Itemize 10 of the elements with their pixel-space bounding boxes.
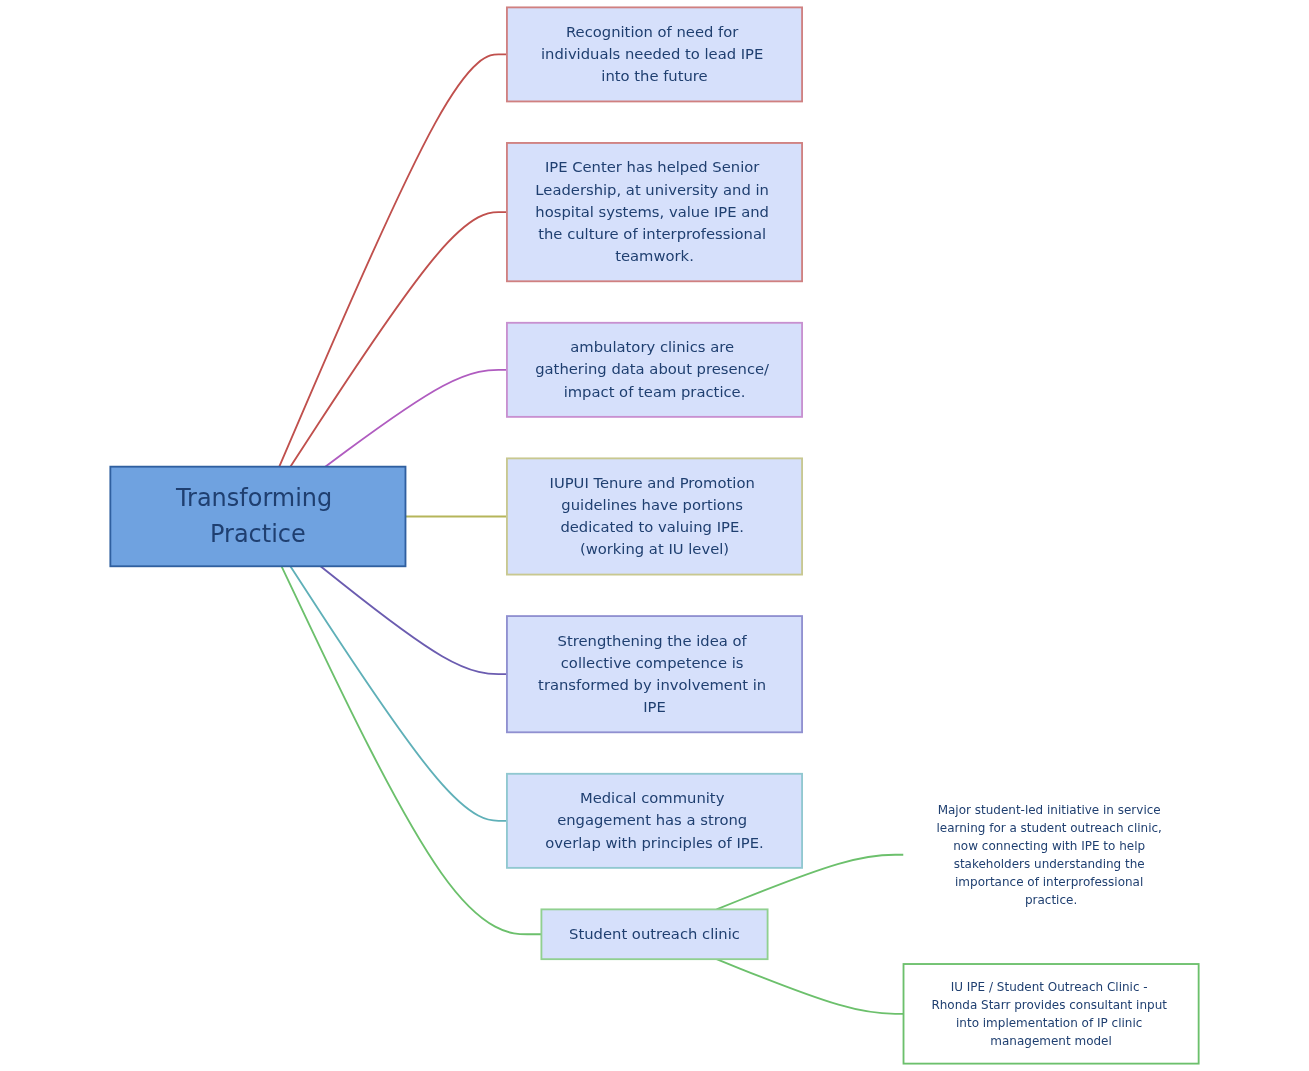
node-box: Transforming Practice [109,465,407,568]
node-box: IPE Center has helped Senior Leadership, at university and in hospital systems, value IPE and the culture of interprofessional teamwork. [506,142,803,283]
node-box: Strengthening the idea of collective competence is transformed by involvement in IPE [506,615,803,734]
node-text: Major student-led initiative in service learning for a student outreach clinic, now connecting with IPE to help stakeholders understanding the importance of interprofessional practice. [936,802,1162,907]
node-box: Student outreach clinic [540,908,769,961]
node-box: ambulatory clinics are gathering data about presence/ impact of team practice. [506,321,803,418]
node-box: IU IPE / Student Outreach Clinic - Rhonda Starr provides consultant input into implementation of IP clinic management model [902,963,1200,1065]
node-box: Recognition of need for individuals needed to lead IPE into the future [506,6,803,103]
node-box: Medical community engagement has a strong overlap with principles of IPE. [506,772,803,869]
node-box: IUPUI Tenure and Promotion guidelines have portions dedicated to valuing IPE. (working at IU level) [506,457,803,576]
